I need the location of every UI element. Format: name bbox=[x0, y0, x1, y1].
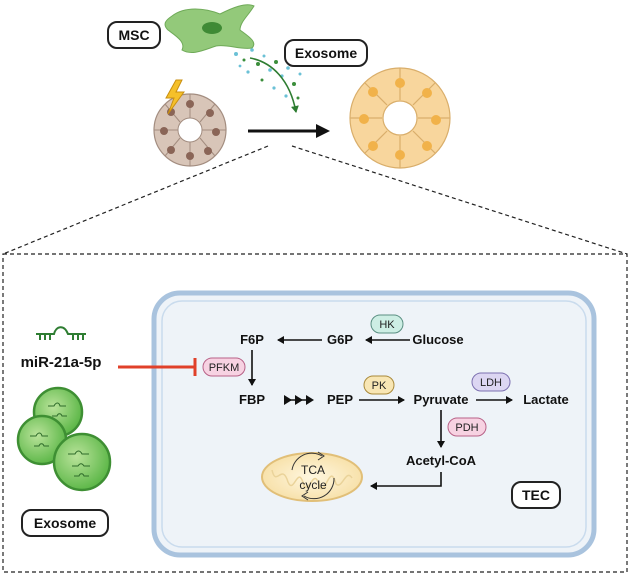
metabolite-acetyl-coa: Acetyl-CoA bbox=[406, 453, 477, 468]
svg-text:LDH: LDH bbox=[480, 377, 502, 389]
exosome-cluster bbox=[16, 386, 112, 492]
tec-label: TEC bbox=[522, 487, 550, 503]
tca-cycle-arrows bbox=[291, 451, 335, 501]
enzyme-hk: HK bbox=[370, 314, 404, 334]
tec-cell-inner bbox=[161, 300, 587, 548]
msc-label-box: MSC bbox=[107, 21, 161, 49]
mitochondrion bbox=[261, 452, 363, 502]
enzyme-pdh: PDH bbox=[447, 417, 487, 437]
svg-text:PK: PK bbox=[372, 380, 387, 392]
tec-label-box: TEC bbox=[511, 481, 561, 509]
panel-exosome-label: Exosome bbox=[34, 515, 96, 531]
top-exosome-label-box: Exosome bbox=[284, 39, 368, 67]
inhibition-line bbox=[118, 358, 197, 376]
repair-arrow bbox=[248, 124, 330, 138]
top-exosome-label: Exosome bbox=[295, 45, 357, 61]
mirna-label: miR-21a-5p bbox=[21, 354, 102, 371]
tec-cell bbox=[151, 290, 597, 558]
metabolite-fbp: FBP bbox=[239, 392, 265, 407]
exosome-transfer-arrow bbox=[249, 57, 299, 113]
enzyme-pk: PK bbox=[363, 375, 395, 395]
metabolite-f6p: F6P bbox=[240, 332, 264, 347]
metabolite-g6p: G6P bbox=[327, 332, 353, 347]
injured-tubule bbox=[153, 93, 227, 167]
arrow-fbp-pep-triple bbox=[284, 395, 314, 405]
tca-label-line1: TCA bbox=[301, 463, 325, 477]
msc-cell bbox=[164, 4, 255, 53]
zoom-line-left bbox=[2, 145, 269, 255]
lightning-icon bbox=[165, 79, 185, 115]
exosome-particles bbox=[234, 48, 302, 100]
msc-label: MSC bbox=[118, 27, 149, 43]
metabolite-glucose: Glucose bbox=[412, 332, 463, 347]
metabolite-lactate: Lactate bbox=[523, 392, 569, 407]
mirna-icon bbox=[36, 326, 86, 340]
healthy-tubule bbox=[349, 67, 451, 169]
panel-exosome-label-box: Exosome bbox=[21, 509, 109, 537]
arrow-acetylcoa-tca bbox=[370, 472, 442, 490]
svg-text:PFKM: PFKM bbox=[209, 362, 240, 374]
svg-text:PDH: PDH bbox=[455, 422, 478, 434]
enzyme-ldh: LDH bbox=[471, 372, 511, 392]
svg-text:HK: HK bbox=[379, 319, 395, 331]
metabolite-pyruvate: Pyruvate bbox=[414, 392, 469, 407]
metabolite-pep: PEP bbox=[327, 392, 353, 407]
enzyme-pfkm: PFKM bbox=[202, 357, 246, 377]
zoom-line-right bbox=[291, 145, 628, 255]
tca-label-line2: cycle bbox=[299, 478, 327, 492]
